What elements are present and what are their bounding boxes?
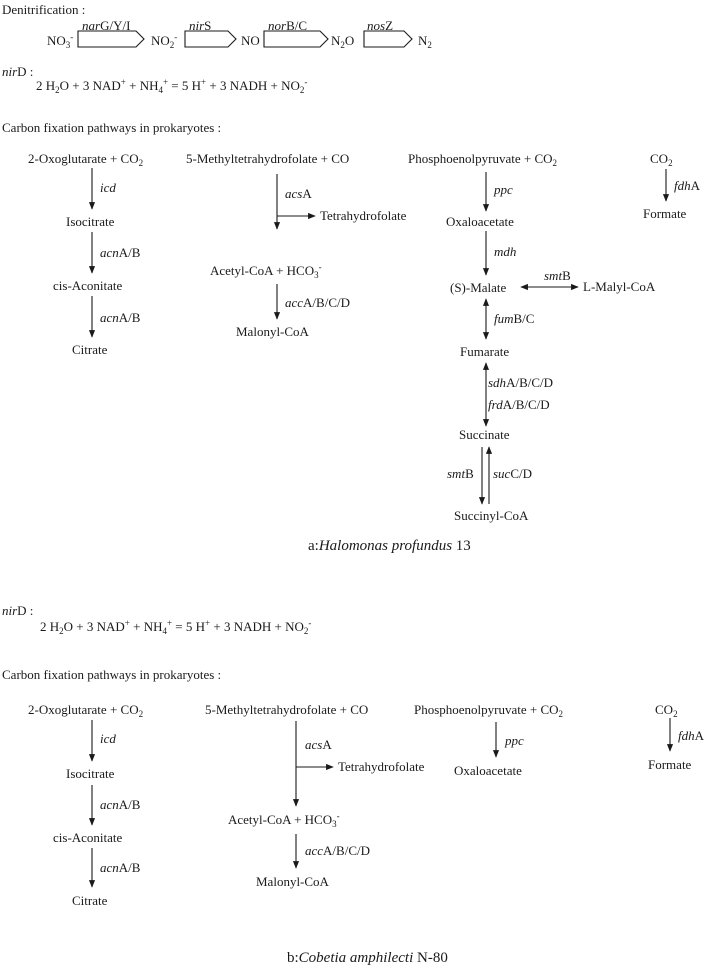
gene-label-nos: nosZ [367, 18, 394, 33]
enzyme-smt-a-2: smtB [447, 466, 474, 481]
node-acetylcoa-a: Acetyl-CoA + HCO3- [210, 262, 322, 280]
node-oxaloacetate-a: Oxaloacetate [446, 214, 514, 229]
node-formate-a: Formate [643, 206, 687, 221]
enzyme-acn-b-2: acnA/B [100, 860, 141, 875]
nos-gene-arrow [363, 30, 413, 48]
enzyme-fum-a: fumB/C [494, 311, 535, 326]
nor-gene-arrow [263, 30, 329, 48]
enzyme-acs-b: acsA [305, 737, 332, 752]
enzyme-ppc-b: ppc [505, 733, 524, 748]
enzyme-ppc-a: ppc [494, 182, 513, 197]
enzyme-acs-a: acsA [285, 186, 312, 201]
node-malate-a: (S)-Malate [450, 280, 507, 295]
node-pep-a: Phosphoenolpyruvate + CO2 [408, 151, 558, 168]
enzyme-acn-b-1: acnA/B [100, 797, 141, 812]
node-tetrahydrofolate-a: Tetrahydrofolate [320, 208, 407, 223]
caption-a: a:Halomonas profundus 13 [308, 538, 471, 554]
node-formate-b: Formate [648, 757, 692, 772]
enzyme-icd-a: icd [100, 180, 116, 195]
carbon-fixation-title-a: Carbon fixation pathways in prokaryotes … [2, 120, 222, 135]
node-isocitrate-b: Isocitrate [66, 766, 115, 781]
node-tetrahydrofolate-b: Tetrahydrofolate [338, 759, 425, 774]
enzyme-acc-a: accA/B/C/D [285, 295, 351, 310]
species-no2: NO2- [151, 32, 178, 50]
node-mthf-b: 5-Methyltetrahydrofolate + CO [205, 702, 369, 717]
gene-label-nor: norB/C [268, 18, 308, 33]
species-no: NO [241, 33, 260, 48]
enzyme-smt-a-1: smtB [544, 268, 571, 283]
node-malonylcoa-b: Malonyl-CoA [256, 874, 329, 889]
node-malonylcoa-a: Malonyl-CoA [236, 324, 309, 339]
node-mthf-a: 5-Methyltetrahydrofolate + CO [186, 151, 350, 166]
enzyme-sdh-a: sdhA/B/C/D [488, 375, 554, 390]
node-citrate-a: Citrate [72, 342, 108, 357]
nird-label-b: nirD : [2, 603, 34, 618]
nird-equation-a: 2 H2O + 3 NAD+ + NH4+ = 5 H+ + 3 NADH + … [36, 77, 308, 95]
gene-label-nir: nirS [189, 18, 212, 33]
enzyme-acn-a-2: acnA/B [100, 310, 141, 325]
node-fumarate-a: Fumarate [460, 344, 510, 359]
node-oxoglutarate-b: 2-Oxoglutarate + CO2 [28, 702, 144, 719]
node-acetylcoa-b: Acetyl-CoA + HCO3- [228, 811, 340, 829]
caption-b: b:Cobetia amphilecti N-80 [287, 950, 448, 966]
node-oxoglutarate-a: 2-Oxoglutarate + CO2 [28, 151, 144, 168]
nird-label-a: nirD : [2, 64, 34, 79]
node-cisaconitate-a: cis-Aconitate [53, 278, 123, 293]
node-isocitrate-a: Isocitrate [66, 214, 115, 229]
enzyme-fdh-b: fdhA [678, 728, 705, 743]
enzyme-frd-a: frdA/B/C/D [488, 397, 550, 412]
node-succinylcoa-a: Succinyl-CoA [454, 508, 529, 523]
species-no3: NO3- [47, 32, 74, 50]
node-co2-b: CO2 [655, 702, 678, 719]
enzyme-suc-a: sucC/D [493, 466, 533, 481]
node-malylcoa-a: L-Malyl-CoA [583, 279, 656, 294]
node-cisaconitate-b: cis-Aconitate [53, 830, 123, 845]
enzyme-acn-a-1: acnA/B [100, 245, 141, 260]
carbon-fixation-title-b: Carbon fixation pathways in prokaryotes … [2, 667, 222, 682]
nird-equation-b: 2 H2O + 3 NAD+ + NH4+ = 5 H+ + 3 NADH + … [40, 618, 312, 636]
enzyme-acc-b: accA/B/C/D [305, 843, 371, 858]
species-n2o: N2O [331, 33, 355, 50]
nar-gene-arrow [77, 30, 145, 48]
node-succinate-a: Succinate [459, 427, 510, 442]
denitrification-label: Denitrification : [2, 2, 86, 17]
node-co2-a: CO2 [650, 151, 673, 168]
enzyme-icd-b: icd [100, 731, 116, 746]
gene-label-nar: narG/Y/I [82, 18, 131, 33]
species-n2: N2 [418, 33, 432, 50]
enzyme-mdh-a: mdh [494, 244, 517, 259]
node-pep-b: Phosphoenolpyruvate + CO2 [414, 702, 564, 719]
node-citrate-b: Citrate [72, 893, 108, 908]
enzyme-fdh-a: fdhA [674, 178, 701, 193]
nir-gene-arrow [184, 30, 237, 48]
node-oxaloacetate-b: Oxaloacetate [454, 763, 522, 778]
